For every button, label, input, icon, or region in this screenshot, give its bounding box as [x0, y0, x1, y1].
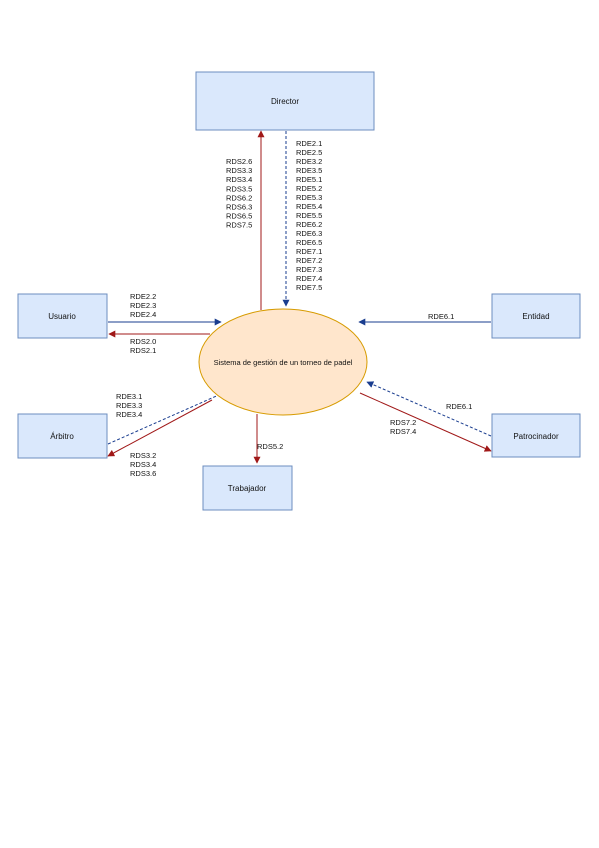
flow-label: RDS2.1 [130, 346, 156, 355]
flow-label: RDE5.3 [296, 193, 322, 202]
flow-label: RDE5.2 [296, 184, 322, 193]
flow-label: RDE2.1 [296, 139, 322, 148]
system-process [198, 308, 368, 416]
flow-label: RDE7.4 [296, 274, 322, 283]
flow-label: RDS2.0 [130, 337, 156, 346]
trabajador-output-labels: RDS5.2 [257, 442, 283, 451]
arbitro-input-arrow [107, 389, 231, 445]
system-label: Sistema de gestión de un torneo de padel [214, 358, 353, 367]
arbitro-label: Árbitro [50, 432, 74, 441]
flow-label: RDE5.5 [296, 211, 322, 220]
flow-label: RDE5.1 [296, 175, 322, 184]
director-label: Director [271, 97, 299, 106]
trabajador-label: Trabajador [228, 484, 267, 493]
flow-label: RDE3.2 [296, 157, 322, 166]
flow-label: RDE7.2 [296, 256, 322, 265]
flow-label: RDS7.2 [390, 418, 416, 427]
flow-label: RDE2.2 [130, 292, 156, 301]
flow-label: RDE7.1 [296, 247, 322, 256]
arbitro-box [17, 413, 108, 459]
flow-label: RDS3.4 [130, 460, 156, 469]
flow-label: RDS7.4 [390, 427, 416, 436]
flow-label: RDE7.3 [296, 265, 322, 274]
flow-label: RDS5.2 [257, 442, 283, 451]
flow-label: RDE6.3 [296, 229, 322, 238]
flow-label: RDS6.5 [226, 212, 252, 221]
flow-label: RDE2.4 [130, 310, 156, 319]
flow-label: RDE2.5 [296, 148, 322, 157]
flow-label: RDE6.5 [296, 238, 322, 247]
flow-label: RDE2.3 [130, 301, 156, 310]
flow-label: RDE7.5 [296, 283, 322, 292]
flow-label: RDE3.5 [296, 166, 322, 175]
flow-label: RDS6.2 [226, 193, 252, 202]
flow-label: RDE3.3 [116, 401, 142, 410]
director-box [195, 71, 375, 131]
flow-label: RDS2.6 [226, 157, 252, 166]
flow-label: RDS3.5 [226, 184, 252, 193]
entidad-label: Entidad [522, 312, 549, 321]
flow-label: RDE6.2 [296, 220, 322, 229]
patrocinador-input-arrow [366, 381, 492, 437]
usuario-label: Usuario [48, 312, 76, 321]
trabajador-box [202, 465, 293, 511]
flow-label: RDS3.4 [226, 175, 252, 184]
flow-label: RDE5.4 [296, 202, 322, 211]
flow-label: RDS6.3 [226, 203, 252, 212]
patrocinador-label: Patrocinador [513, 432, 559, 441]
flow-label: RDE3.4 [116, 410, 142, 419]
director-output-labels: RDS2.6RDS3.3RDS3.4RDS3.5RDS6.2RDS6.3RDS6… [226, 157, 252, 230]
flow-label: RDE3.1 [116, 392, 142, 401]
patrocinador-box [491, 413, 581, 458]
patrocinador-output-arrow [359, 392, 492, 452]
patrocinador-input-labels: RDE6.1 [446, 402, 472, 411]
arbitro-output-arrow [107, 399, 213, 457]
usuario-box [17, 293, 108, 339]
flow-label: RDS3.3 [226, 166, 252, 175]
flow-label: RDE6.1 [428, 312, 454, 321]
entidad-input-labels: RDE6.1 [428, 312, 454, 321]
entidad-box [491, 293, 581, 339]
flow-label: RDS3.2 [130, 451, 156, 460]
flow-label: RDS7.5 [226, 221, 252, 230]
director-input-labels: RDE2.1RDE2.5RDE3.2RDE3.5RDE5.1RDE5.2RDE5… [296, 139, 322, 292]
flow-label: RDE6.1 [446, 402, 472, 411]
flow-label: RDS3.6 [130, 469, 156, 478]
